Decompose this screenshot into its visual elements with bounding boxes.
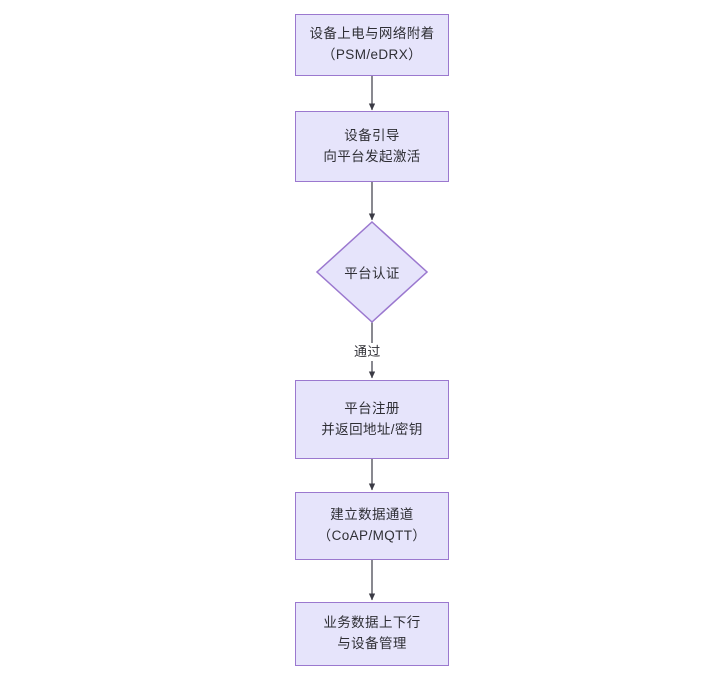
node-line-1: 设备引导 xyxy=(344,127,400,143)
node-line-1: 平台注册 xyxy=(344,400,400,416)
node-platform-auth-decision[interactable]: 平台认证 xyxy=(316,221,428,323)
node-platform-register[interactable]: 平台注册 并返回地址/密钥 xyxy=(295,380,449,459)
node-data-channel[interactable]: 建立数据通道 （CoAP/MQTT） xyxy=(295,492,449,560)
node-line-2: 与设备管理 xyxy=(337,636,407,651)
diamond-shape xyxy=(316,221,428,323)
node-device-bootstrap[interactable]: 设备引导 向平台发起激活 xyxy=(295,111,449,182)
node-device-power-on[interactable]: 设备上电与网络附着 （PSM/eDRX） xyxy=(295,14,449,76)
node-line-2: 并返回地址/密钥 xyxy=(321,421,423,437)
node-business-data[interactable]: 业务数据上下行 与设备管理 xyxy=(295,602,449,666)
node-line-2: 向平台发起激活 xyxy=(323,148,421,164)
node-line-2: （PSM/eDRX） xyxy=(321,47,423,62)
node-line-1: 业务数据上下行 xyxy=(323,615,421,631)
node-line-1: 设备上电与网络附着 xyxy=(309,26,435,42)
node-line-2: （CoAP/MQTT） xyxy=(317,528,427,543)
edge-label-pass: 通过 xyxy=(352,343,383,361)
node-line-1: 建立数据通道 xyxy=(330,507,414,523)
